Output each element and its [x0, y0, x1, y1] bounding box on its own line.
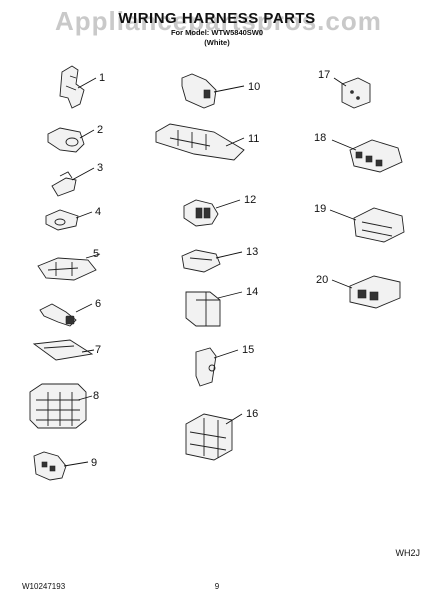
part-label-17: 17	[318, 69, 330, 81]
part-label-2: 2	[97, 124, 103, 136]
part-label-11: 11	[248, 133, 259, 145]
part-label-18: 18	[314, 132, 326, 144]
page-number: 9	[214, 582, 220, 591]
part-12-connector[interactable]	[183, 199, 241, 227]
page-code: WH2J	[395, 548, 421, 558]
watermark: Appliancepartspros.com	[55, 6, 382, 36]
part-label-15: 15	[242, 344, 254, 356]
part-14-connector[interactable]	[185, 291, 243, 327]
part-label-1: 1	[99, 72, 105, 84]
part-5-bracket[interactable]	[37, 253, 101, 281]
part-label-12: 12	[244, 194, 256, 206]
part-label-7: 7	[95, 344, 101, 356]
part-15-terminal[interactable]	[195, 347, 239, 387]
part-2-clip[interactable]	[47, 127, 95, 153]
part-1-connector[interactable]	[59, 65, 97, 109]
part-13-clip[interactable]	[181, 249, 243, 273]
part-10-connector[interactable]	[181, 73, 245, 109]
part-3-clip[interactable]	[51, 167, 95, 197]
part-20-connector[interactable]	[331, 275, 401, 309]
part-8-connector-block[interactable]	[29, 383, 93, 429]
part-19-connector[interactable]	[329, 207, 405, 243]
part-4-clip[interactable]	[45, 209, 93, 231]
part-label-16: 16	[246, 408, 258, 420]
part-label-14: 14	[246, 286, 258, 298]
model-subtitle: For Model: WTW5840SW0	[170, 28, 264, 37]
part-18-connector[interactable]	[331, 139, 403, 173]
part-label-20: 20	[316, 274, 328, 286]
part-label-9: 9	[91, 457, 97, 469]
part-label-6: 6	[95, 298, 101, 310]
part-label-8: 8	[93, 390, 99, 402]
document-number: W10247193	[22, 582, 66, 591]
part-label-13: 13	[246, 246, 258, 258]
part-label-19: 19	[314, 203, 326, 215]
page-title: WIRING HARNESS PARTS	[118, 10, 316, 27]
part-label-4: 4	[95, 206, 101, 218]
part-11-connector-housing[interactable]	[155, 123, 245, 161]
part-7-cover[interactable]	[32, 339, 95, 361]
part-label-5: 5	[93, 248, 99, 260]
part-label-10: 10	[248, 81, 260, 93]
part-6-terminal[interactable]	[39, 303, 93, 327]
part-label-3: 3	[97, 162, 103, 174]
part-17-connector[interactable]	[333, 77, 371, 109]
part-16-connector-block[interactable]	[185, 413, 243, 461]
color-subtitle: (White)	[204, 38, 230, 47]
part-9-connector[interactable]	[33, 451, 89, 481]
